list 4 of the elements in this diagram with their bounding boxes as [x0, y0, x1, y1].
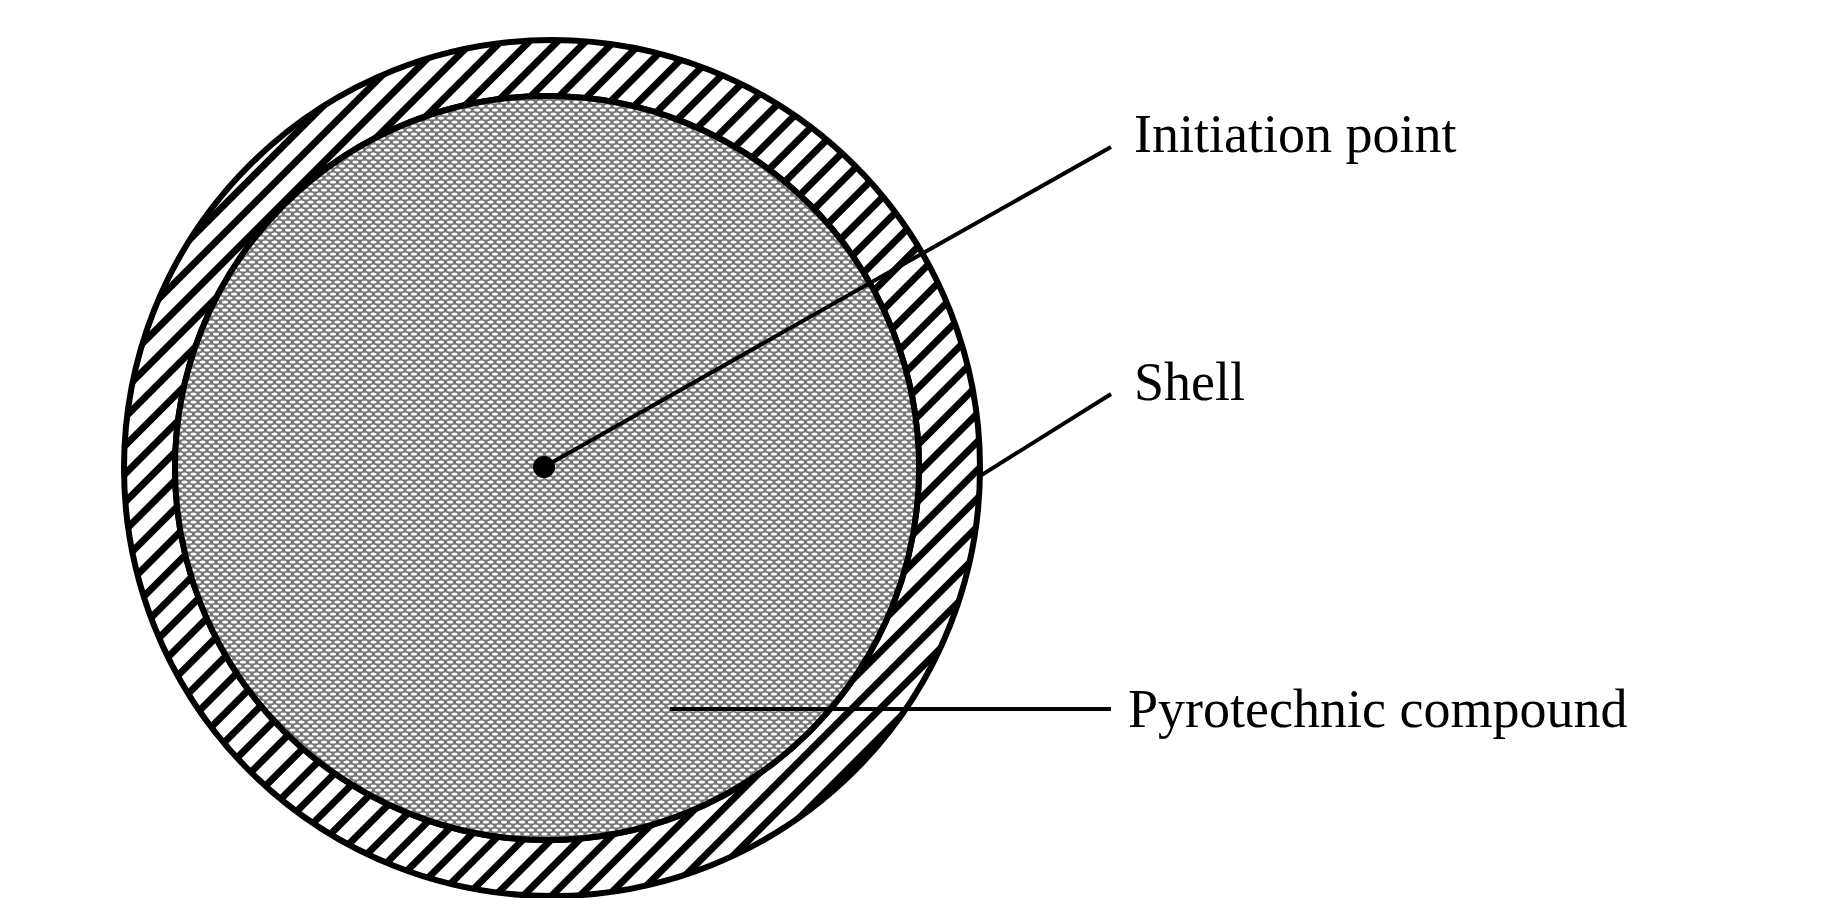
leader-line: [670, 707, 1111, 711]
part-label: Shell: [1134, 352, 1245, 412]
part-label: Pyrotechnic compound: [1128, 679, 1628, 739]
part-label: Initiation point: [1134, 104, 1457, 164]
